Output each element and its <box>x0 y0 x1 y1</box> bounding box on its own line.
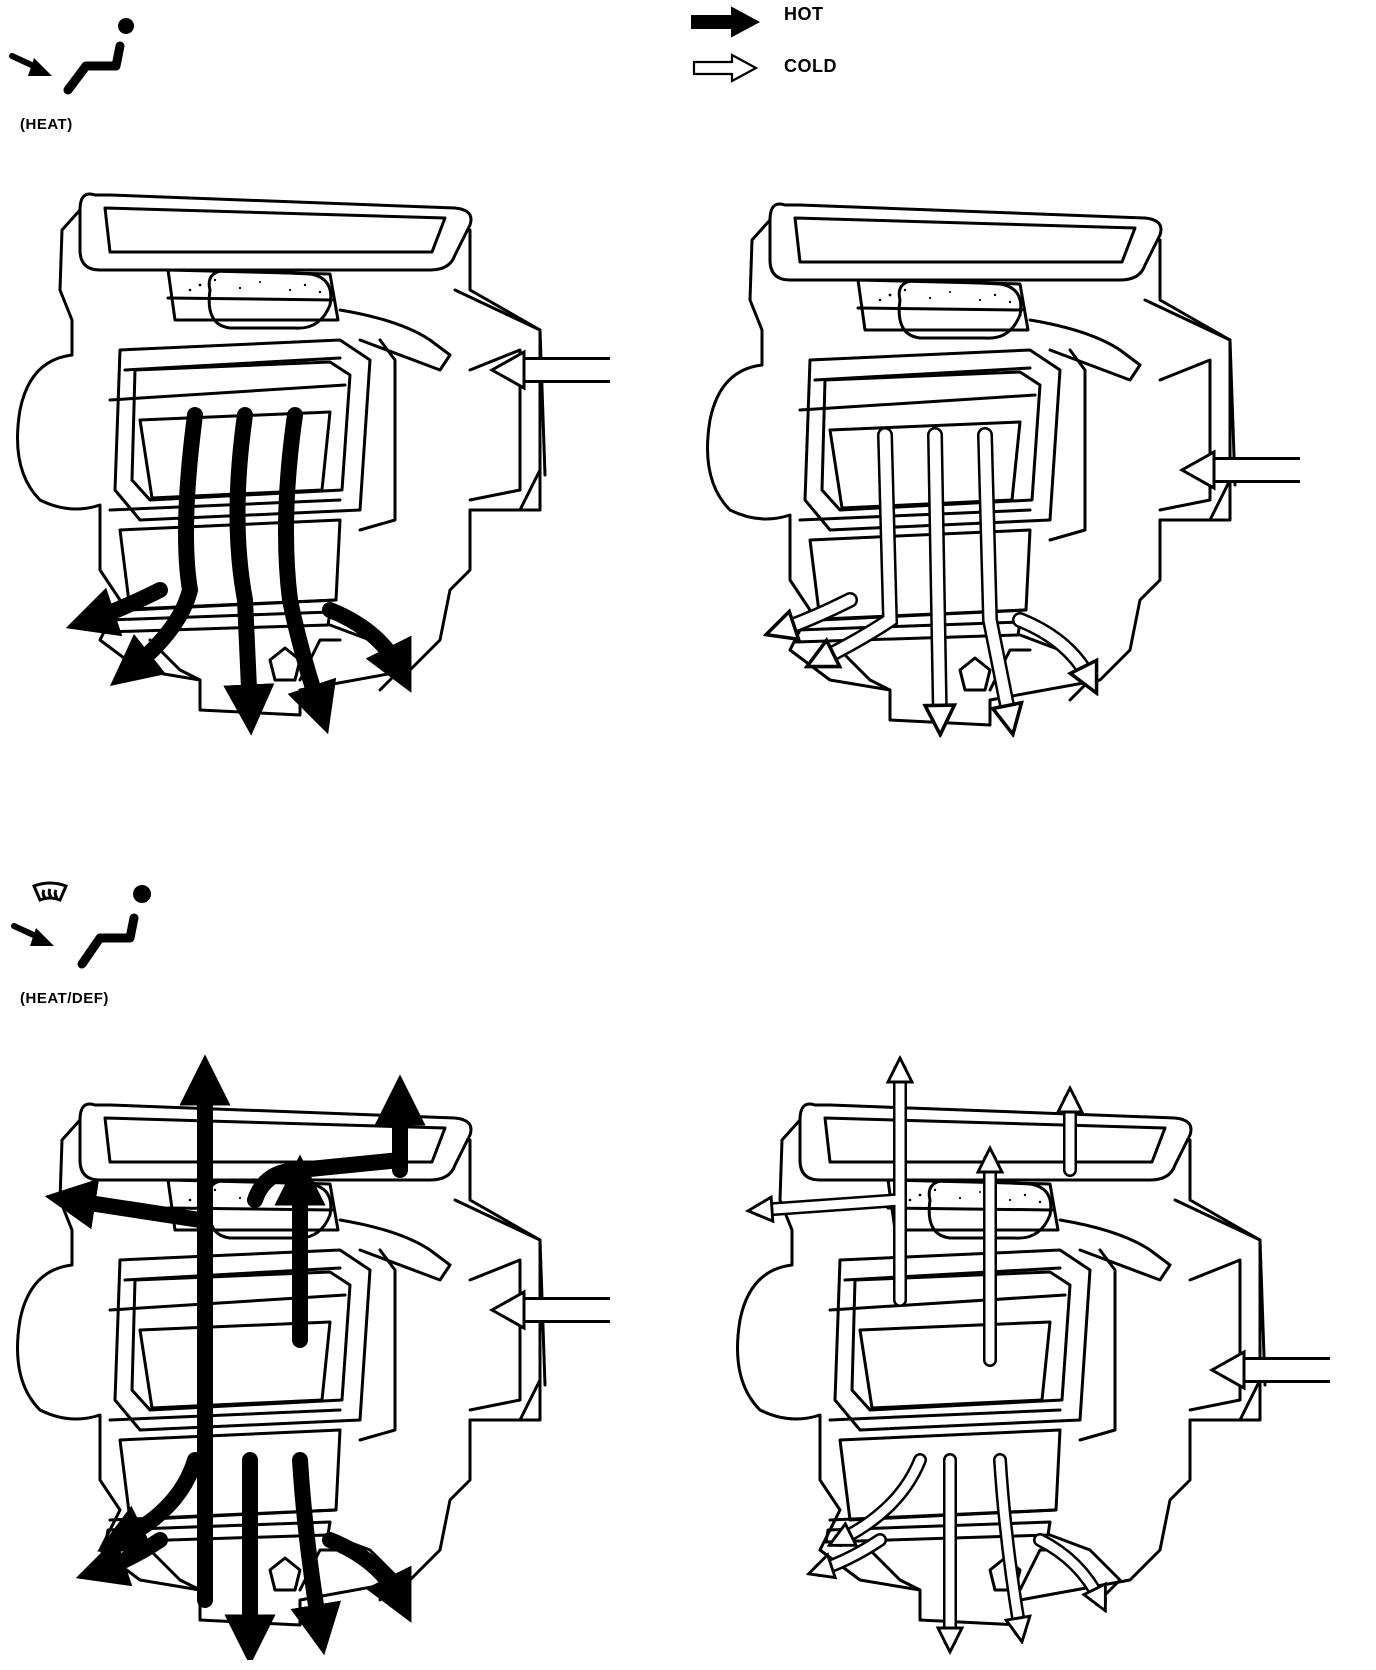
hot-stream-center <box>223 407 275 736</box>
hot-stream-far-right <box>322 602 412 693</box>
airflow-arrow-icon <box>9 53 52 76</box>
heat-mode-label: (HEAT) <box>20 116 73 133</box>
hot-stream-right <box>278 407 337 735</box>
heat-def-cold-airflow-diagram <box>720 1040 1360 1660</box>
windshield-defrost-icon <box>32 881 68 902</box>
heat-cold-airflow-diagram <box>690 180 1330 760</box>
seated-passenger-icon <box>63 18 134 95</box>
hot-legend-arrow-icon <box>690 6 760 38</box>
heat-def-hot-airflow-diagram <box>0 1040 640 1660</box>
hot-legend-label: HOT <box>784 4 824 24</box>
heat-def-mode-label: (HEAT/DEF) <box>20 990 109 1007</box>
cold-legend-label: COLD <box>784 56 837 76</box>
heat-mode-icon <box>8 16 138 96</box>
hot-stream-far-left <box>65 582 168 637</box>
heat-def-mode-icon <box>8 880 158 970</box>
seated-passenger-icon <box>77 885 151 969</box>
airflow-arrow-icon <box>11 923 54 946</box>
heat-hot-airflow-diagram <box>0 170 640 750</box>
cold-legend-arrow-icon <box>690 52 760 84</box>
hot-stream-left <box>110 407 203 686</box>
